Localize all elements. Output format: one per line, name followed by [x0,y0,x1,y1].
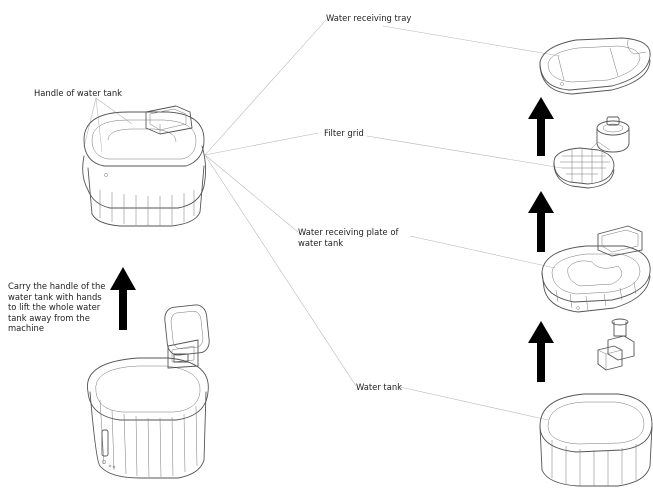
lift-arrow-left [110,267,136,330]
pump [597,318,635,371]
assembled-tank [82,105,207,227]
arrow-up-icon [528,191,554,252]
tank-ribs [99,399,198,478]
lift-arrow-1 [528,97,554,156]
label-handle-of-water-tank: Handle of water tank [34,88,123,98]
label-water-receiving-tray: Water receiving tray [326,13,412,23]
arrow-up-icon [528,97,554,156]
label-water-receiving-plate: Water receiving plate of water tank [298,227,399,248]
label-water-tank: Water tank [356,382,402,392]
label-filter-grid: Filter grid [324,128,364,138]
tank-with-open-lid [86,304,210,479]
water-tank [539,393,653,487]
filter-cup [596,116,630,153]
water-receiving-plate [541,225,651,313]
lift-arrow-2 [528,191,554,252]
filter-grid [553,141,615,189]
tank-ribs [551,440,637,486]
label-carry-instruction: Carry the handle of the water tank with … [8,281,106,334]
water-receiving-tray [539,37,651,95]
leader-lines [83,19,563,421]
tank-ribs [99,190,195,226]
arrow-up-icon [528,321,554,382]
lift-arrow-3 [528,321,554,382]
arrow-up-icon [110,267,136,330]
